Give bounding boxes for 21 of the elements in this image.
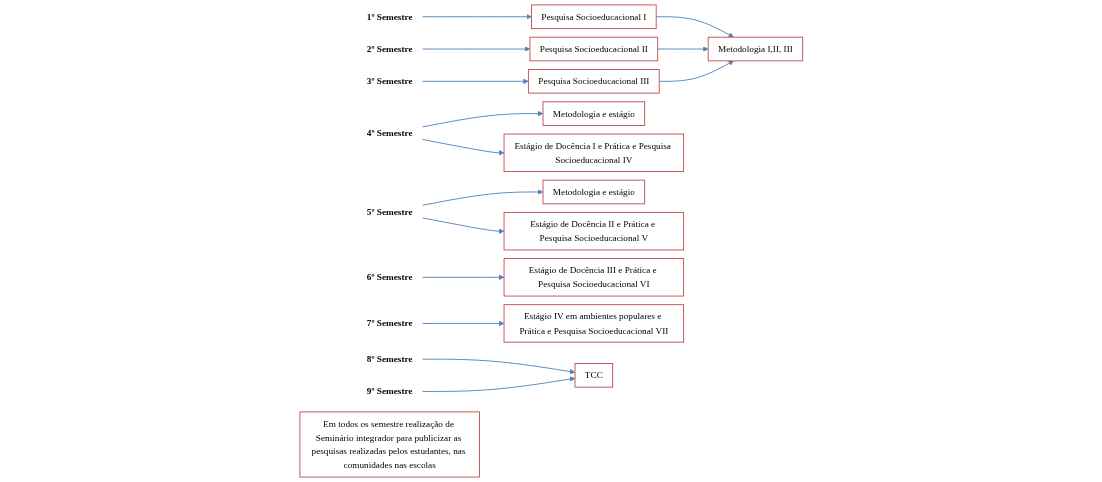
node-box: Estágio de Docência I e Prática e Pesquisa Socioeducacional IV <box>503 133 684 172</box>
node-box: Metodologia e estágio <box>542 101 645 126</box>
node-box: Estágio de Docência II e Prática e Pesquisa Socioeducacional V <box>503 212 684 251</box>
node-text: 7º Semestre <box>366 318 413 329</box>
node-text: 9º Semestre <box>366 386 413 397</box>
node-box: Estágio de Docência III e Prática e Pesquisa Socioeducacional VI <box>503 258 684 297</box>
node-box: Metodologia e estágio <box>542 179 645 205</box>
node-box: TCC <box>574 363 613 388</box>
node-text: 1º Semestre <box>366 11 413 22</box>
node-text: 8º Semestre <box>366 354 413 364</box>
node-box: Metodologia I,II, III <box>707 36 803 62</box>
node-text: 6º Semestre <box>366 272 413 283</box>
node-box: Pesquisa Socioeducacional III <box>527 69 660 94</box>
node-text: 2º Semestre <box>366 43 413 54</box>
node-box: Em todos os semestre realização de Seminário integrador para publicizar as pesquisas realizadas pelos estudantes, nas comunidades nas escolas <box>299 411 480 478</box>
node-box: Pesquisa Socioeducacional II <box>529 36 658 62</box>
node-text: 3º Semestre <box>366 76 413 87</box>
node-text: 4º Semestre <box>366 128 413 138</box>
node-box: Pesquisa Socioeducacional I <box>530 4 657 30</box>
node-text: 5º Semestre <box>366 206 413 217</box>
node-box: Estágio IV em ambientes populares e Prática e Pesquisa Socioeducacional VII <box>503 304 684 343</box>
